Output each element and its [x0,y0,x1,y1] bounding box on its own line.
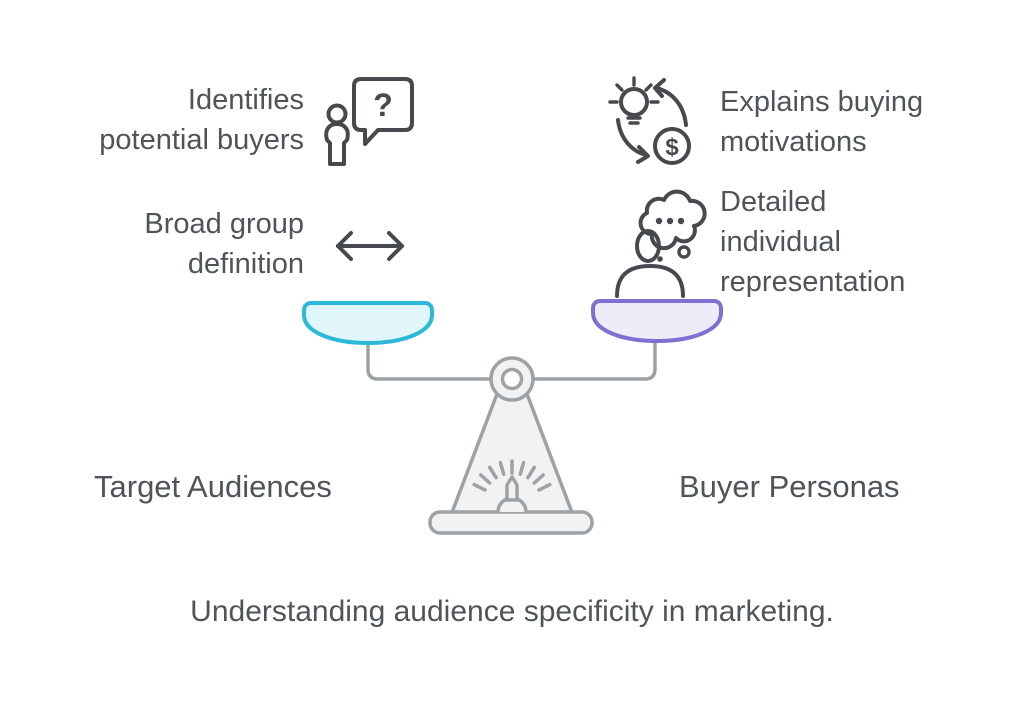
person-thought-icon [615,189,707,298]
scale-pivot-inner [500,367,524,391]
left-scale-pan [302,301,434,345]
scale-gauge-needle [505,475,519,502]
point-detailed-individual-representation: Detailed individual representation [720,186,906,298]
question-mark-glyph: ? [373,87,393,123]
point-explains-buying-motivations: Explains buying motivations [720,86,924,158]
bulb-dollar-cycle-icon: $ [608,76,691,165]
left-side-title: Target Audiences [94,469,332,504]
point-broad-group-definition: Broad group definition [144,208,304,280]
double-arrow-icon [336,231,404,261]
caption: Understanding audience specificity in ma… [190,595,834,628]
right-scale-pan [591,299,723,343]
dollar-glyph: $ [665,134,679,161]
balance-scale [302,299,723,535]
point-identifies-potential-buyers: Identifies potential buyers [99,84,304,156]
scale-base [428,510,594,535]
right-side-title: Buyer Personas [679,469,900,504]
person-question-icon: ? [324,77,414,166]
scale-gauge-ticks [472,459,552,492]
